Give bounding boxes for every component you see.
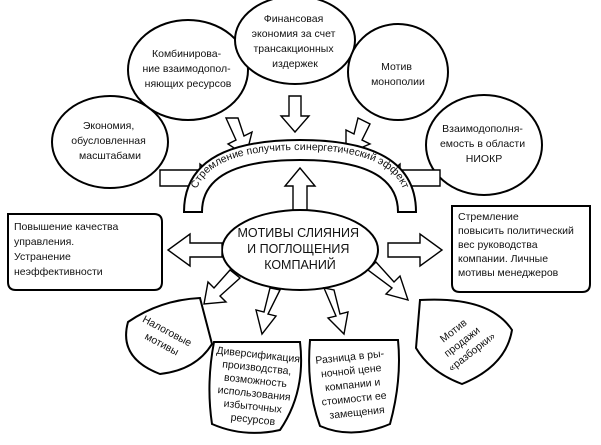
text-line: Взаимодополня- (442, 123, 523, 135)
text-line: трансакционных (253, 43, 334, 55)
text-line: емость в области (440, 138, 525, 150)
text-line: неэффективности (14, 266, 103, 278)
text-line: замещения (329, 404, 385, 422)
text-line: ние взаимодопол- (142, 63, 231, 75)
box-management-quality-text: Повышение качества управления. Устранени… (14, 221, 121, 278)
text-line: компании и (324, 376, 381, 394)
circle-economies-of-scale: Экономия, обусловленная масштабами (51, 95, 169, 189)
arrow-center-to-left-box (166, 232, 223, 268)
text-line: вес руководства (458, 239, 538, 251)
circle-monopoly-motive-text: Мотив монополии (371, 61, 425, 88)
text-line: обусловленная (71, 135, 146, 147)
petal-diversification: Диверсификация производства, возможность… (208, 341, 303, 434)
circle-monopoly-motive: Мотив монополии (347, 23, 449, 121)
circle-complementary-resources-text: Комбинирова- ние взаимодопол- няющих рес… (142, 48, 233, 90)
text-line: мотивы менеджеров (458, 267, 559, 279)
circle-rnd-complementarity: Взаимодополня- емость в области НИОКР (425, 94, 543, 196)
arrow-center-to-right-box (387, 232, 444, 268)
arrow-center-to-breakup (366, 260, 410, 302)
arrow-center-to-diversification (255, 287, 282, 336)
text-line: компании. Личные (458, 253, 548, 265)
text-line: управления. (14, 236, 74, 248)
petal-market-price-gap: Разница в ры- ночной цене компании и сто… (308, 339, 400, 434)
petal-tax-motives: Налоговые мотивы (125, 296, 214, 376)
text-line: КОМПАНИЙ (264, 257, 336, 272)
petal-breakup-sale: Мотив продажи «разборки» (414, 298, 514, 386)
text-line: Стремление (458, 211, 519, 223)
circle-financial-economy-text: Финансовая экономия за счет трансакционн… (252, 13, 339, 70)
center-node: МОТИВЫ СЛИЯНИЯ И ПОГЛОЩЕНИЯ КОМПАНИЙ (221, 209, 379, 291)
text-line: Финансовая (264, 13, 323, 25)
text-line: масштабами (79, 150, 141, 162)
text-line: НИОКР (466, 153, 502, 165)
text-line: монополии (371, 76, 425, 88)
arrow-center-to-arc (283, 166, 317, 213)
text-line: Комбинирова- (152, 48, 222, 60)
text-line: МОТИВЫ СЛИЯНИЯ (238, 226, 360, 240)
box-political-weight: Стремление повысить политический вес рук… (451, 205, 591, 293)
box-management-quality: Повышение качества управления. Устранени… (7, 213, 163, 291)
text-line: издержек (272, 58, 318, 70)
text-line: Мотив (381, 61, 412, 73)
circle-rnd-complementarity-text: Взаимодополня- емость в области НИОКР (440, 123, 528, 165)
text-line: повысить политический (458, 225, 574, 237)
text-line: няющих ресурсов (145, 78, 232, 90)
text-line: Повышение качества (14, 221, 118, 233)
arrow-financial-to-arc (279, 95, 311, 134)
circle-economies-of-scale-text: Экономия, обусловленная масштабами (71, 120, 148, 162)
text-line: экономия за счет (252, 28, 336, 40)
circle-financial-economy: Финансовая экономия за счет трансакционн… (234, 0, 356, 85)
text-line: Экономия, (83, 120, 134, 132)
arrow-center-to-price-gap (322, 287, 349, 336)
box-political-weight-text: Стремление повысить политический вес рук… (458, 211, 577, 279)
text-line: Устранение (14, 251, 71, 263)
text-line: И ПОГЛОЩЕНИЯ (247, 242, 349, 256)
circle-complementary-resources: Комбинирова- ние взаимодопол- няющих рес… (127, 19, 249, 121)
arrow-center-to-tax (203, 269, 242, 305)
center-node-text: МОТИВЫ СЛИЯНИЯ И ПОГЛОЩЕНИЯ КОМПАНИЙ (238, 226, 363, 272)
text-line: ресурсов (230, 412, 276, 429)
